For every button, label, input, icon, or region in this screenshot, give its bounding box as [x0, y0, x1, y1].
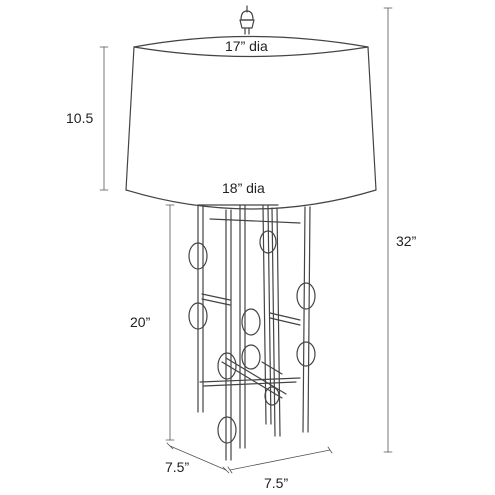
shade-top-diameter-label: 17” dia: [225, 38, 268, 54]
shade-height-label: 10.5: [66, 110, 94, 126]
width-label: 7.5”: [264, 475, 289, 491]
lamp-shade: [125, 35, 377, 210]
overall-height-label: 32”: [396, 233, 417, 249]
depth-label: 7.5”: [165, 459, 190, 475]
base-height-label: 20”: [130, 314, 151, 330]
glass-beads: [188, 230, 316, 444]
dimension-lines: [99, 7, 393, 474]
shade-bottom-diameter-label: 18” dia: [222, 180, 265, 196]
lamp-base-frame: [197, 204, 311, 461]
finial: [239, 5, 255, 35]
